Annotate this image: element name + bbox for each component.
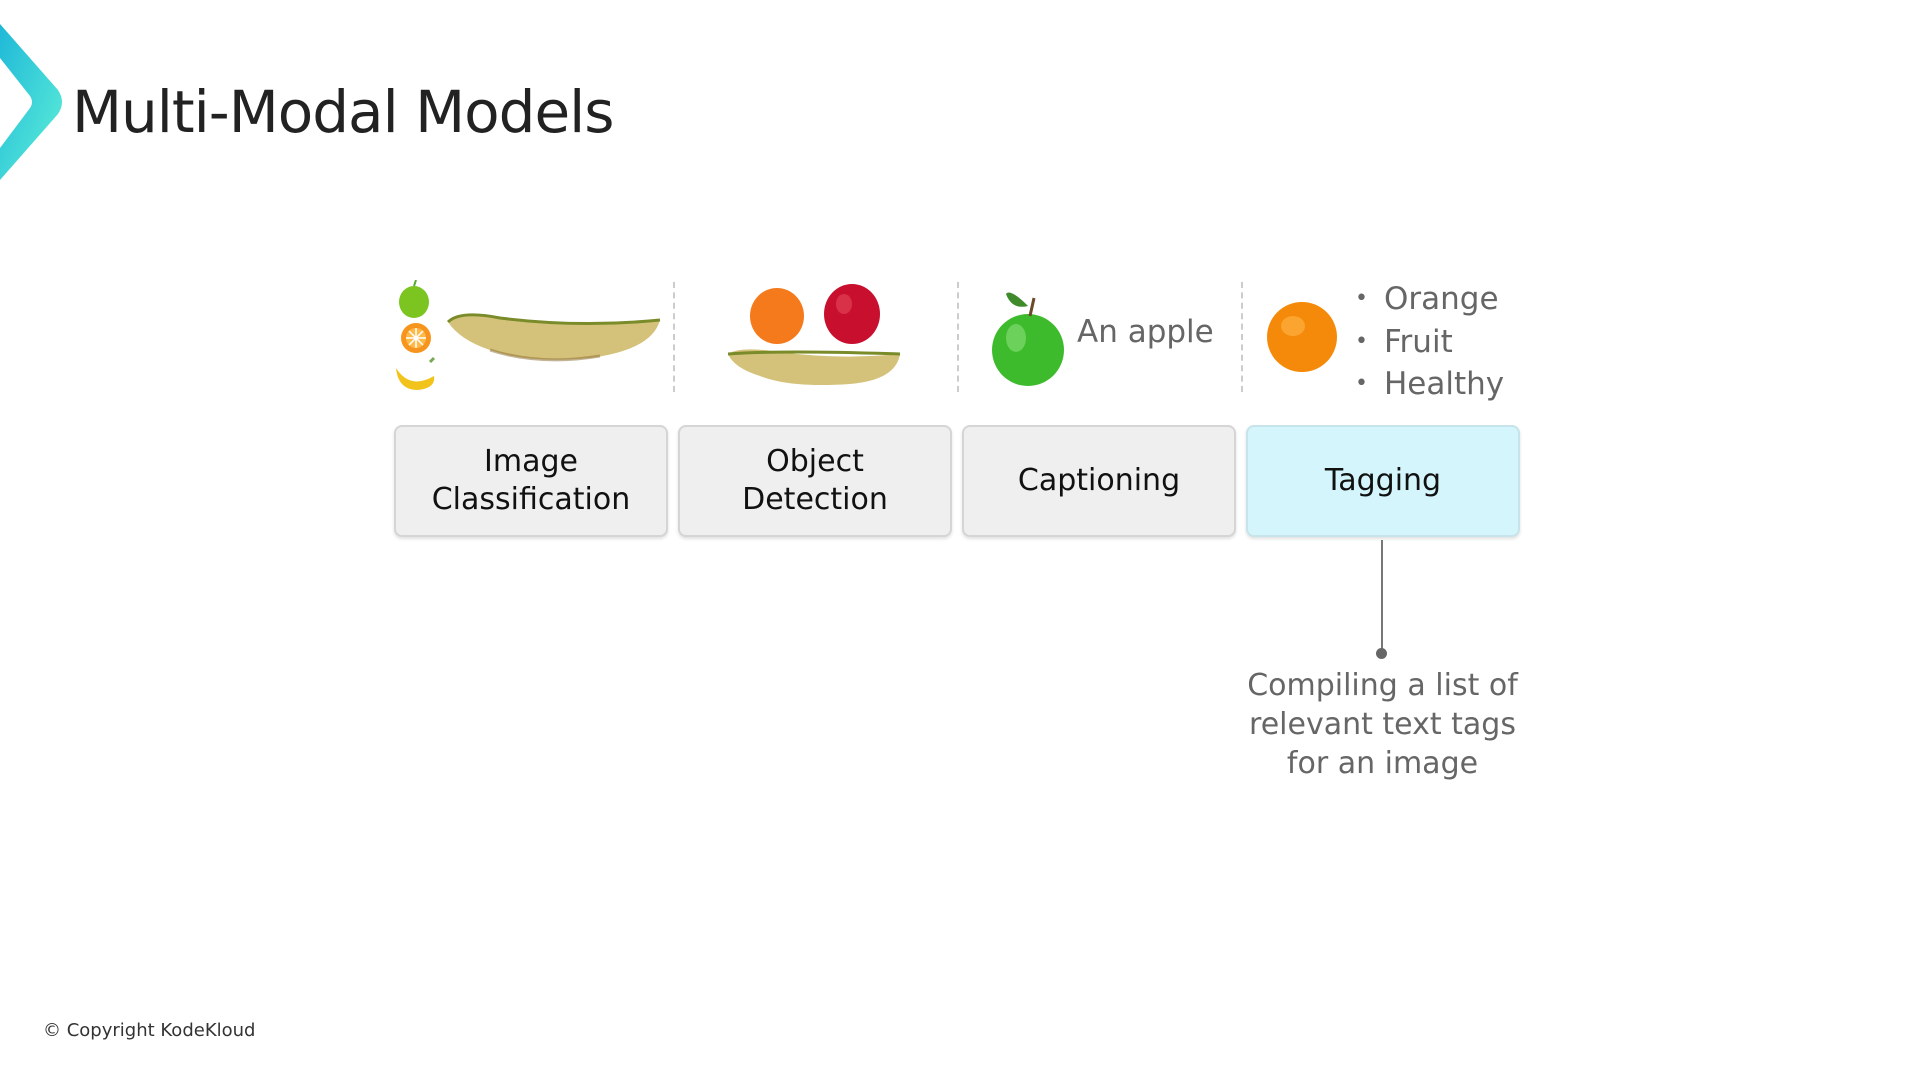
orange-icon [750, 288, 804, 344]
box-label: Captioning [1017, 463, 1181, 498]
divider [957, 282, 959, 392]
tag-list: Orange Fruit Healthy [1355, 280, 1504, 408]
box-label: Image [484, 444, 578, 479]
description-line: Compiling a list of [1247, 668, 1518, 703]
object-detection-illustration [727, 284, 901, 385]
captioning-box: Captioning [962, 425, 1236, 537]
divider [673, 282, 675, 392]
callout-connector-line [1381, 540, 1383, 650]
copyright-text: © Copyright KodeKloud [43, 1020, 256, 1041]
callout-dot [1376, 648, 1387, 659]
tag-item: Orange [1355, 280, 1504, 323]
divider [1241, 282, 1243, 392]
tagging-description: Compiling a list of relevant text tags f… [1200, 666, 1565, 783]
red-apple-icon [824, 284, 880, 344]
tag-item: Healthy [1355, 365, 1504, 408]
box-label: Detection [742, 482, 888, 517]
orange-slice-icon [401, 323, 431, 353]
green-apple-icon [992, 292, 1064, 386]
page-title: Multi-Modal Models [72, 78, 614, 146]
box-label: Object [766, 444, 864, 479]
box-label: Classification [431, 482, 631, 517]
kodekloud-logo-chevron-icon [0, 24, 62, 180]
banana-icon [727, 349, 901, 385]
description-line: for an image [1286, 746, 1479, 781]
green-apple-icon [399, 280, 429, 318]
image-classification-illustration [396, 280, 661, 390]
tagging-box: Tagging [1246, 425, 1520, 537]
box-label: Tagging [1324, 463, 1442, 498]
caption-text: An apple [1077, 314, 1214, 350]
description-line: relevant text tags [1249, 707, 1516, 742]
banana-icon [446, 313, 661, 362]
tag-item: Fruit [1355, 323, 1504, 366]
orange-icon [1267, 302, 1337, 372]
banana-bunch-icon [396, 356, 436, 390]
